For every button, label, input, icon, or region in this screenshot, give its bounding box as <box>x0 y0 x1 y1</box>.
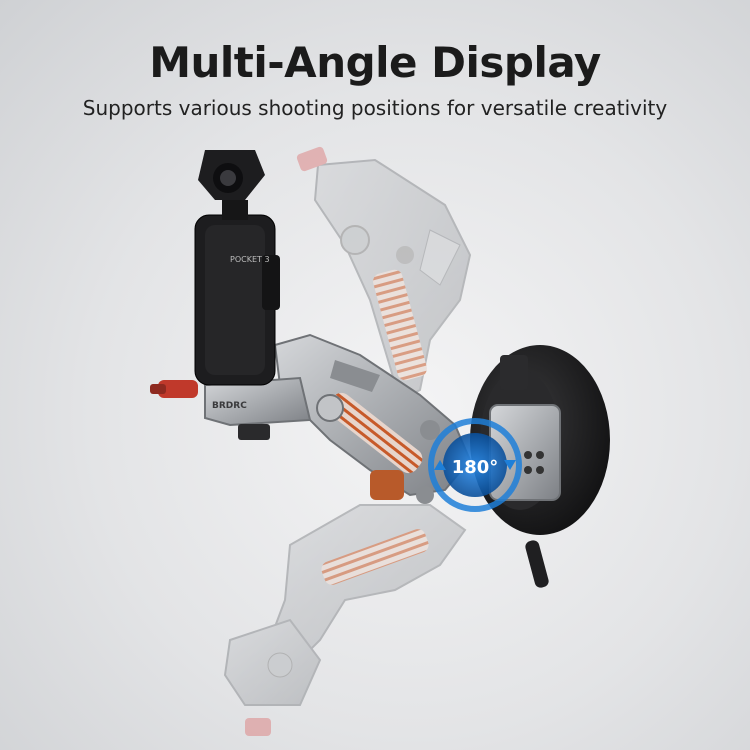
ghost-arm-lower <box>223 504 467 736</box>
main-arm <box>273 333 472 504</box>
brand-mark: BRDRC <box>212 401 247 411</box>
camera-model-label: POCKET 3 <box>230 255 270 264</box>
rotation-mount <box>428 404 561 512</box>
headline: Multi-Angle Display <box>149 38 601 87</box>
rotation-label: 180° <box>452 457 499 478</box>
ghost-arm-upper <box>296 146 472 402</box>
pocket-camera <box>194 150 280 386</box>
camera-bracket <box>150 376 312 440</box>
subheadline: Supports various shooting positions for … <box>82 96 668 120</box>
